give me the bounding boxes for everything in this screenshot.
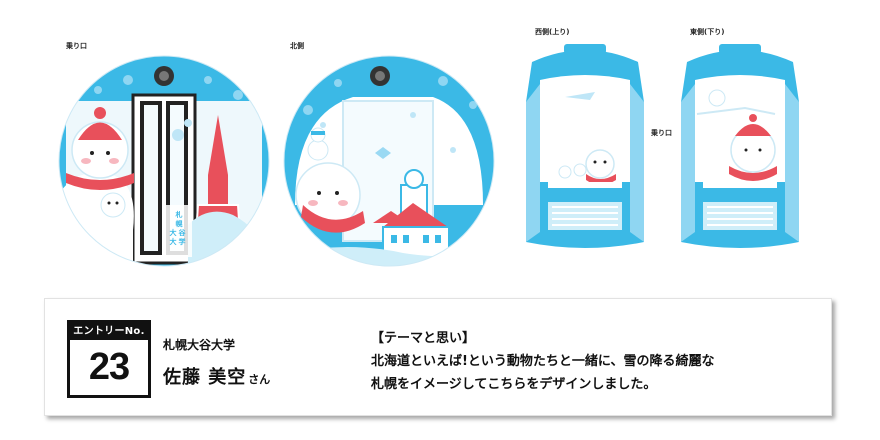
theme-block: 【テーマと思い】 北海道といえば!という動物たちと一緒に、雪の降る綺麗な 札幌を… xyxy=(371,327,715,396)
gondola-east-view xyxy=(681,44,799,248)
door-text-6: 学 xyxy=(179,237,186,246)
theme-heading: 【テーマと思い】 xyxy=(371,331,476,346)
door-text-4: 谷 xyxy=(179,228,187,237)
gondola-north-view xyxy=(283,55,495,267)
gondola-front-view: 札 幌 大 谷 大 学 xyxy=(58,55,270,267)
label-north-side: 北側 xyxy=(290,42,304,50)
door-text-3: 大 xyxy=(170,228,177,237)
entry-number-box: エントリーNo. 23 xyxy=(67,320,151,398)
entry-number: 23 xyxy=(88,346,130,388)
label-boarding-front: 乗り口 xyxy=(66,42,87,50)
door-text-1: 札 xyxy=(175,210,183,219)
label-west-side: 西側(上り) xyxy=(535,28,570,36)
entry-info-card: エントリーNo. 23 札幌大谷大学 佐藤 美空さん 【テーマと思い】 北海道と… xyxy=(44,298,832,416)
entry-header: エントリーNo. xyxy=(70,323,148,340)
designer-honorific: さん xyxy=(248,373,271,386)
designer-name-block: 佐藤 美空さん xyxy=(163,363,270,389)
door-text-2: 幌 xyxy=(176,219,183,228)
university-name: 札幌大谷大学 xyxy=(163,338,236,352)
theme-line-2: 札幌をイメージしてこちらをデザインしました。 xyxy=(371,377,657,392)
label-east-side: 東側(下り) xyxy=(690,28,725,36)
label-boarding-side: 乗り口 xyxy=(651,129,672,137)
gondola-west-view xyxy=(526,44,644,248)
door-text-5: 大 xyxy=(170,237,177,246)
theme-line-1: 北海道といえば!という動物たちと一緒に、雪の降る綺麗な xyxy=(371,354,715,369)
designer-name: 佐藤 美空 xyxy=(163,367,247,388)
